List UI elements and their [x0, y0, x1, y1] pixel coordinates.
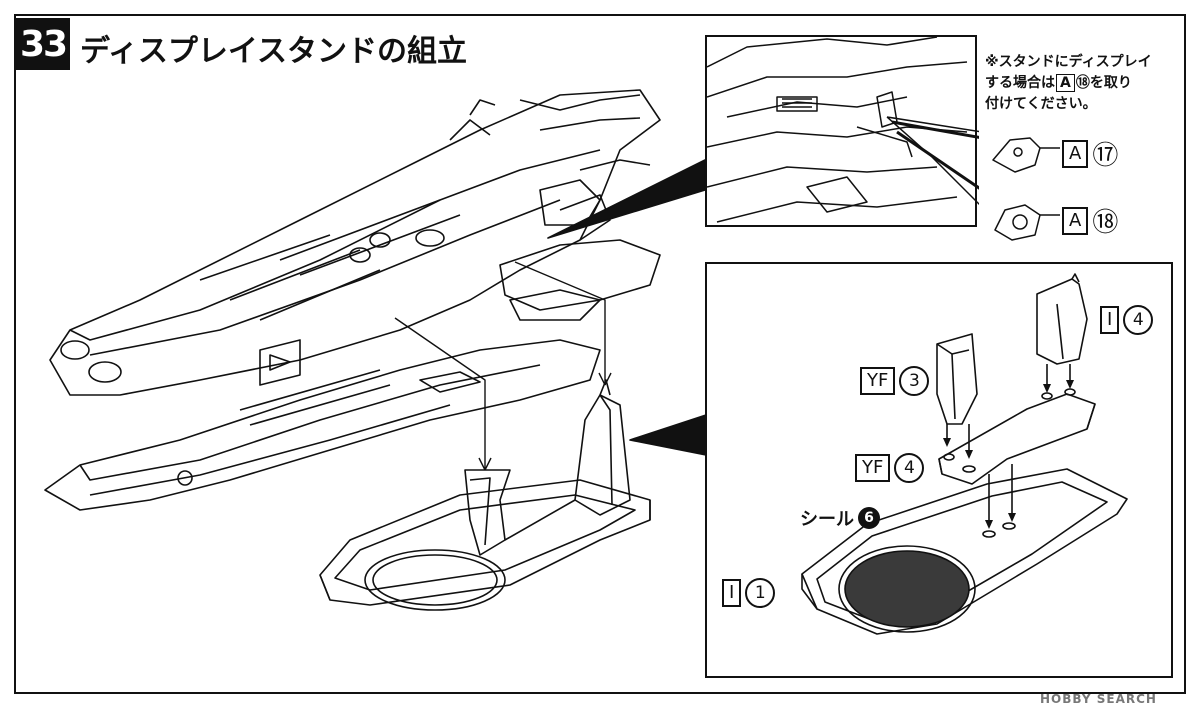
seal-number: 6 — [858, 507, 880, 529]
detail-top-art — [707, 37, 979, 223]
part-letter: A — [1062, 206, 1089, 235]
page-frame — [14, 14, 1186, 694]
part-letter: A — [1062, 139, 1089, 168]
detail-panel-bottom — [705, 262, 1173, 678]
assembled-stand — [319, 379, 651, 611]
part-label-a18: A ⑱ — [1062, 202, 1118, 239]
watermark: HOBBY SEARCH — [1040, 692, 1157, 706]
part-label-i4: I 4 — [1100, 305, 1154, 335]
seal-text: シール — [800, 509, 854, 530]
note-line-3: 付けてください。 — [985, 96, 1097, 112]
part-number: 3 — [899, 366, 930, 396]
part-number: ⑱ — [1092, 208, 1119, 238]
ship-upper-hull — [49, 89, 661, 396]
note-line-1: ※スタンドにディスプレイ — [985, 54, 1152, 70]
step-title: ディスプレイスタンドの組立 — [80, 34, 467, 69]
note-part-number: ⑱ — [1075, 75, 1090, 91]
note-line-2-post: を取り — [1089, 75, 1132, 91]
note-line-2-pre: する場合は — [985, 75, 1055, 91]
zoom-pointer-upper — [547, 159, 706, 239]
part-letter: YF — [860, 367, 896, 395]
part-number: 1 — [745, 578, 776, 608]
part-letter: I — [1100, 306, 1120, 334]
part-label-i1: I 1 — [722, 578, 776, 608]
part-letter: YF — [855, 454, 891, 482]
ship-lower-hull — [44, 339, 601, 511]
part-label-a17: A ⑰ — [1062, 135, 1118, 172]
mount-arrows — [394, 261, 612, 471]
zoom-pointer-lower — [629, 414, 707, 456]
part-number: 4 — [894, 453, 925, 483]
part-number: ⑰ — [1092, 141, 1119, 171]
part-number: 4 — [1123, 305, 1154, 335]
ship-side-units — [449, 99, 661, 321]
part-label-yf4: YF 4 — [855, 453, 925, 483]
detail-panel-top — [705, 35, 979, 227]
part-label-yf3: YF 3 — [860, 366, 930, 396]
note-part-letter: A — [1056, 74, 1075, 92]
stand-exploded-art — [801, 273, 1128, 635]
part-letter: I — [722, 579, 742, 607]
seal-label: シール 6 — [800, 505, 880, 531]
step-number: 33 — [16, 18, 70, 70]
